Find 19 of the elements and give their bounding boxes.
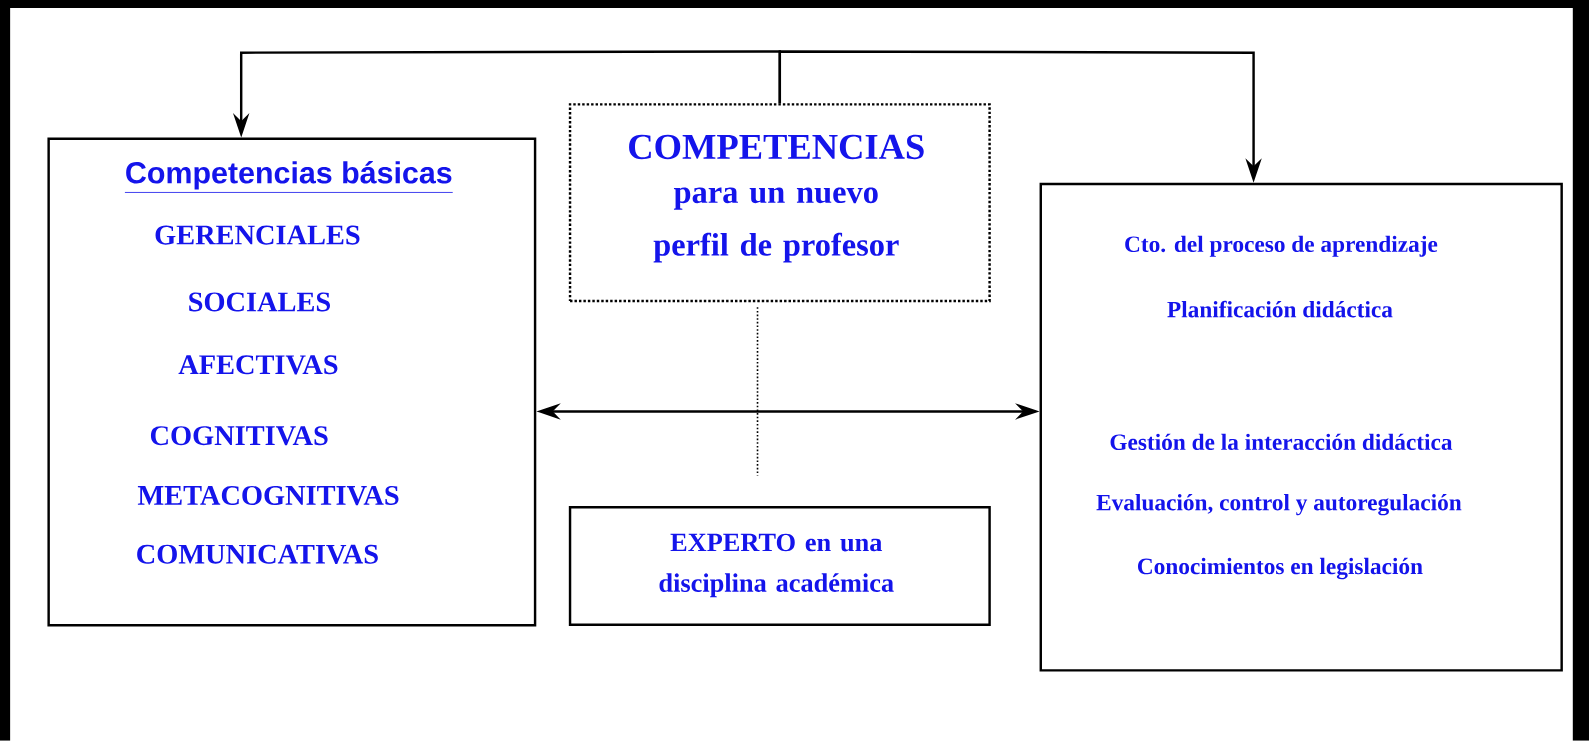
list-item: AFECTIVAS [178, 355, 338, 375]
expert-box [568, 506, 991, 627]
list-item: Conocimientos en legislación [1138, 557, 1423, 580]
list-item: Cto. del proceso de aprendizaje [1125, 235, 1438, 257]
box-text: EXPERTO en una disciplina académica [659, 533, 894, 598]
list-item: METACOGNITIVAS [137, 486, 399, 506]
list-item: SOCIALES [189, 292, 330, 312]
list-item: GERENCIALES [155, 225, 360, 245]
list-item: Gestión de la interacción didáctica [1110, 433, 1453, 451]
list-item: Evaluación, control y autoregulación [1096, 494, 1462, 516]
list-item: COMUNICATIVAS [137, 544, 378, 565]
competency-box [1039, 182, 1563, 672]
box-heading: COMPETENCIAS [629, 134, 924, 160]
box-heading: Competencias básicas [124, 161, 454, 193]
competency-box [47, 137, 537, 627]
list-item: COGNITIVAS [150, 426, 328, 446]
title-box [568, 103, 991, 303]
list-item: Planificación didáctica [1167, 300, 1393, 318]
subtitle-text: para un nuevo perfil de profesor [653, 187, 899, 263]
